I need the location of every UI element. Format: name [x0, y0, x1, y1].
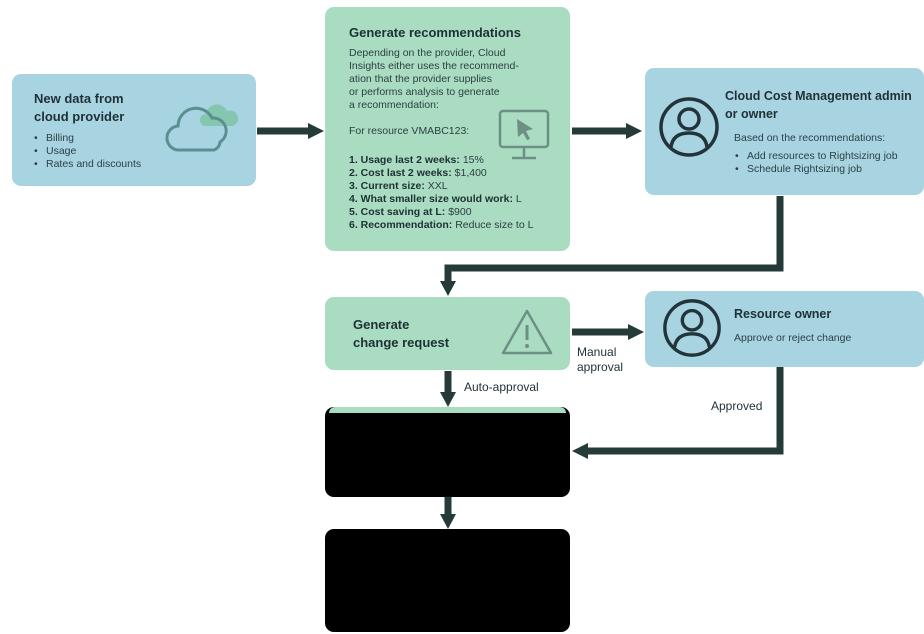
admin-box: Cloud Cost Management admin or owner Bas… — [645, 68, 924, 195]
desc-line: ation that the provider supplies — [349, 73, 493, 85]
manual-label-line2: approval — [577, 360, 624, 374]
user-avatar-icon — [659, 97, 719, 157]
arrowhead-auto — [440, 392, 456, 407]
arrowhead-admin — [626, 123, 642, 139]
change-request-title: Generate change request — [353, 316, 449, 352]
arrowhead-change-request — [440, 281, 456, 296]
list-item: 2. Cost last 2 weeks: $1,400 — [349, 167, 487, 179]
list-item: 4. What smaller size would work: L — [349, 193, 522, 205]
manual-label-line1: Manual — [577, 345, 617, 359]
generate-recommendations-box: Generate recommendations Depending on th… — [325, 7, 570, 251]
arrowhead-generate — [308, 123, 324, 139]
resource-line: For resource VMABC123: — [349, 125, 470, 137]
approved-label: Approved — [711, 399, 763, 413]
arrowhead-owner — [628, 324, 644, 340]
arrowhead-approved — [572, 443, 588, 459]
new-data-title-line2: cloud provider — [34, 109, 125, 124]
auto-approval-label: Auto-approval — [464, 380, 539, 394]
admin-subtitle: Based on the recommendations: — [734, 132, 886, 144]
change-title-line2: change request — [353, 335, 450, 350]
arrow-approved — [587, 367, 784, 455]
resource-owner-title: Resource owner — [734, 307, 832, 321]
resource-owner-box: Resource owner Approve or reject change — [645, 291, 924, 367]
arrowhead-black — [440, 514, 456, 529]
list-item: 5. Cost saving at L: $900 — [349, 206, 472, 218]
manual-approval-label: Manual approval — [577, 345, 623, 375]
redacted-box-2 — [325, 529, 570, 632]
list-item: 1. Usage last 2 weeks: 15% — [349, 154, 484, 166]
redacted-box-1 — [325, 407, 570, 497]
warning-icon — [501, 309, 553, 355]
admin-title: Cloud Cost Management admin or owner — [725, 87, 912, 123]
list-item: 6. Recommendation: Reduce size to L — [349, 219, 534, 231]
new-data-box: New data from cloud provider Billing Usa… — [12, 74, 256, 186]
desc-line: or performs analysis to generate — [349, 86, 500, 98]
list-item: Billing — [30, 132, 141, 145]
list-item: Usage — [30, 145, 141, 158]
new-data-list: Billing Usage Rates and discounts — [30, 132, 141, 171]
admin-title-line1: Cloud Cost Management admin — [725, 89, 912, 103]
desc-line: Depending on the provider, Cloud — [349, 47, 506, 59]
resource-owner-desc: Approve or reject change — [734, 332, 852, 344]
cloud-icon — [165, 104, 239, 152]
desc-line: Insights either uses the recommend- — [349, 60, 519, 72]
user-avatar-icon — [663, 299, 721, 357]
change-title-line1: Generate — [353, 317, 410, 332]
list-item: 3. Current size: XXL — [349, 180, 448, 192]
new-data-title-line1: New data from — [34, 91, 124, 106]
monitor-cursor-icon — [498, 109, 550, 160]
admin-title-line2: or owner — [725, 107, 778, 121]
change-request-box: Generate change request — [325, 297, 570, 370]
admin-list: Add resources to Rightsizing job Schedul… — [731, 150, 898, 176]
desc-line: a recommendation: — [349, 99, 439, 111]
new-data-title: New data from cloud provider — [34, 90, 124, 126]
list-item: Schedule Rightsizing job — [731, 163, 898, 176]
arrow-admin-to-change-request — [444, 196, 784, 283]
list-item: Add resources to Rightsizing job — [731, 150, 898, 163]
recommendation-list: 1. Usage last 2 weeks: 15% 2. Cost last … — [349, 154, 569, 232]
green-top-edge — [329, 407, 566, 413]
generate-description: Depending on the provider, Cloud Insight… — [349, 47, 564, 112]
list-item: Rates and discounts — [30, 158, 141, 171]
generate-title: Generate recommendations — [349, 25, 521, 40]
